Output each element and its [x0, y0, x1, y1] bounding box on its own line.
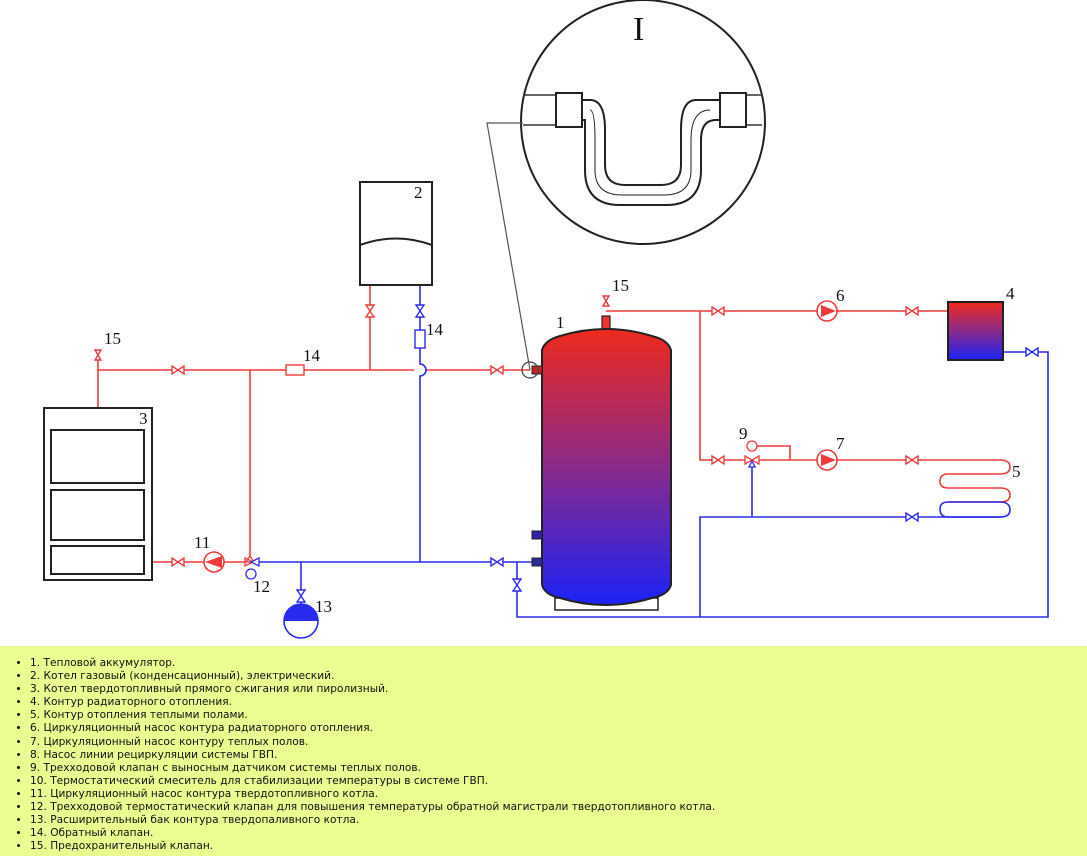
three-way-valve-12: [244, 554, 260, 580]
pump-6: [816, 300, 838, 322]
pump-11: [203, 551, 225, 573]
legend-item: 8. Насос линии рециркуляции системы ГВП.: [30, 749, 1087, 762]
hot-pipes: [97, 285, 1011, 563]
label-14-horizontal: 14: [303, 346, 321, 365]
gas-boiler-2: [359, 181, 433, 286]
expansion-tank-13: [283, 603, 319, 639]
legend-item: 6. Циркуляционный насос контура радиатор…: [30, 722, 1087, 735]
label-2: 2: [414, 183, 423, 202]
label-11: 11: [194, 533, 210, 552]
label-4: 4: [1006, 284, 1015, 303]
legend-item: 1. Тепловой аккумулятор.: [30, 657, 1087, 670]
valves: [93, 295, 1039, 603]
legend-item: 2. Котел газовый (конденсационный), элек…: [30, 670, 1087, 683]
label-3: 3: [139, 409, 148, 428]
legend-item: 4. Контур радиаторного отопления.: [30, 696, 1087, 709]
legend-list: 1. Тепловой аккумулятор. 2. Котел газовы…: [0, 646, 1087, 853]
three-way-valve-9: [744, 440, 760, 468]
label-9: 9: [739, 424, 748, 443]
detail-view-i: I: [486, 0, 766, 371]
legend-item: 7. Циркуляционный насос контуру теплых п…: [30, 736, 1087, 749]
legend-item: 12. Трехходовой термостатический клапан …: [30, 801, 1087, 814]
pump-7: [816, 449, 838, 471]
solid-fuel-boiler-3: [43, 407, 153, 581]
legend-item: 11. Циркуляционный насос контура твердот…: [30, 788, 1087, 801]
label-12: 12: [253, 577, 270, 596]
check-valve-14-horizontal: [285, 364, 305, 376]
legend-item: 5. Контур отопления теплыми полами.: [30, 709, 1087, 722]
detail-label: I: [633, 11, 644, 48]
heating-scheme-diagram: I: [43, 0, 1049, 639]
label-13: 13: [315, 597, 332, 616]
legend-item: 15. Предохранительный клапан.: [30, 840, 1087, 853]
legend-panel: 1. Тепловой аккумулятор. 2. Котел газовы…: [0, 646, 1087, 856]
label-5: 5: [1012, 462, 1021, 481]
heat-accumulator-tank-1: [521, 315, 672, 611]
legend-item: 14. Обратный клапан.: [30, 827, 1087, 840]
label-15-boiler: 15: [104, 329, 121, 348]
legend-item: 13. Расширительный бак контура твердопал…: [30, 814, 1087, 827]
label-14-vertical: 14: [426, 320, 444, 339]
label-6: 6: [836, 286, 845, 305]
legend-item: 3. Котел твердотопливный прямого сжигани…: [30, 683, 1087, 696]
label-15-tank: 15: [612, 276, 629, 295]
check-valve-14-vertical: [414, 329, 426, 349]
label-7: 7: [836, 434, 845, 453]
legend-item: 10. Термостатический смеситель для стаби…: [30, 775, 1087, 788]
radiator-circuit-4: [947, 301, 1004, 361]
label-1: 1: [556, 313, 565, 332]
legend-item: 9. Трехходовой клапан с выносным датчико…: [30, 762, 1087, 775]
